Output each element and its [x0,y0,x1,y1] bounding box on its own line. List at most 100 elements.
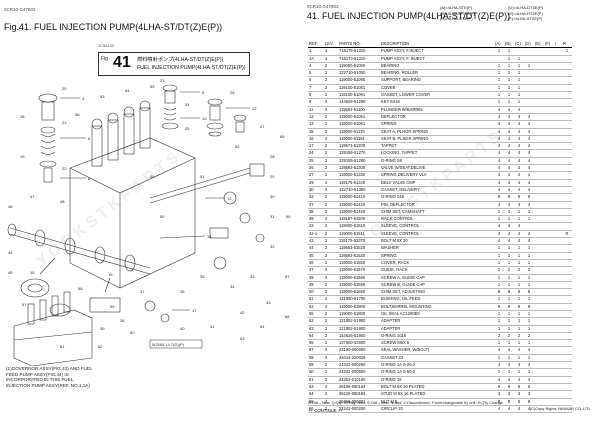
level-cell: 2 [324,252,338,260]
callout-number: 21 [62,120,67,125]
level-cell: 2 [324,295,338,304]
header-qty-f: (F) [544,41,554,49]
qty-cell: 1 [494,215,504,224]
qty-cell [534,339,544,348]
plunger-stack-left [38,93,58,183]
callout-number: 37 [140,289,145,294]
description-cell: DELV VALVE CMP [380,179,494,187]
qty-cell: 1 [504,354,514,363]
qty-cell [534,157,544,166]
i-cell [554,208,562,217]
level-cell: 2 [324,237,338,246]
level-cell: 2 [324,201,338,209]
callout-number: 44 [8,250,13,255]
description-cell: BOLT M 6X 20 [380,237,494,246]
part-number-cell: 129155-51280 [338,157,380,166]
callout-number: 62 [98,344,103,349]
description-cell: PLUNGER W/BARREL [380,106,494,114]
qty-cell: 1 [514,91,524,100]
qty-cell [534,215,544,224]
qty-cell: 1 [514,69,524,78]
qty-cell: 4 [494,179,504,187]
qty-cell: 4 [504,157,514,166]
level-cell: 2 [324,157,338,166]
qty-cell: 2 [524,266,534,275]
qty-cell: 4 [514,171,524,180]
r-cell [562,171,572,180]
level-cell: 2 [324,149,338,158]
r-cell [562,91,572,100]
i-cell [554,310,562,319]
callout-number: 49 [150,174,155,179]
callout-number: 14 [207,234,212,239]
callout-number: 32 [270,244,275,249]
qty-cell [544,244,554,253]
ref-cell: 51 [308,295,324,304]
qty-cell: 4 [524,179,534,187]
ref-cell: 26 [308,164,324,173]
qty-cell [514,47,524,56]
callout-number: 40 [180,326,185,331]
page-code: 0CR10-G47802 [307,4,339,9]
description-cell: SCREW A, GUIDE CAP [380,274,494,282]
qty-cell: 1 [494,368,504,377]
qty-cell: 1 [514,208,524,217]
ref-cell: 39 [308,215,324,224]
qty-cell [534,383,544,392]
qty-cell [544,208,554,217]
i-cell [554,120,562,129]
qty-cell: 2 [514,266,524,275]
callout-number: 50 [160,214,165,219]
qty-cell: 1 [504,368,514,377]
part-number-cell: 121850-51700 [338,295,380,304]
part-number-cell: 119000-51460 [338,208,380,217]
description-cell: BEARING [380,62,494,71]
description-cell: BOLT M 6X 16 PLATED [380,383,494,392]
r-cell [562,339,572,348]
r-cell: R [562,230,572,239]
qty-cell: 1 [494,325,504,333]
callout-number: 46 [8,204,13,209]
description-cell: SLEEVE, CONTROL [380,222,494,231]
ref-cell: 1A [308,55,324,63]
qty-cell [534,295,544,304]
qty-cell: 1 [524,325,534,333]
qty-cell: 8 [514,193,524,202]
i-cell [554,193,562,202]
qty-cell: 1 [514,62,524,71]
qty-cell: 4 [514,405,524,414]
qty-cell [524,106,534,114]
qty-cell [544,106,554,114]
qty-cell [544,222,554,231]
description-cell: OIL SEAL AC1290E0 [380,310,494,319]
description-cell: O-RING 1A S-50.0 [380,368,494,377]
ref-cell: 60 [308,368,324,377]
qty-cell: 4 [504,346,514,355]
qty-cell: 4 [494,120,504,129]
part-number-cell: 119000-51410 [338,193,380,202]
callout-number: 53 [100,94,105,99]
qty-cell [534,346,544,355]
part-number-cell: 119000-51570 [338,266,380,275]
qty-cell: 3 [504,390,514,399]
r-cell [562,157,572,166]
level-cell: 2 [324,76,338,85]
qty-cell: 1 [514,76,524,85]
ref-cell: 6 [308,76,324,85]
callout-number: 35 [200,274,205,279]
level-cell: 2 [324,208,338,217]
i-cell [554,128,562,136]
i-cell [554,244,562,253]
r-cell [562,120,572,129]
qty-cell [534,142,544,151]
ref-cell: 16 [308,135,324,144]
qty-cell: 4 [524,157,534,166]
qty-cell: 1 [514,354,524,363]
